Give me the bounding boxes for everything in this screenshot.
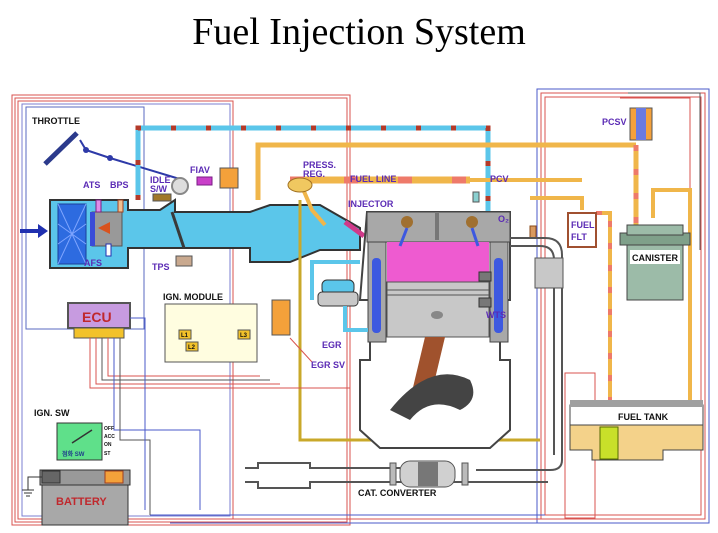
fuel-flt-label-2: FLT — [571, 232, 587, 242]
idle-switch[interactable] — [171, 177, 189, 195]
idle-sw-label-1: IDLE — [150, 175, 171, 185]
ecu-wires — [89, 317, 350, 515]
ats-label: ATS — [83, 180, 100, 190]
ign-sw-pos-st: ST — [104, 451, 110, 457]
l2-label: L2 — [188, 345, 196, 351]
fuel-tank-label: FUEL TANK — [618, 412, 669, 422]
cat-converter[interactable] — [245, 460, 548, 489]
fiav-label: FIAV — [190, 165, 210, 175]
pcv-label: PCV — [490, 174, 509, 184]
canister-label: CANISTER — [632, 253, 679, 263]
cat-converter-label: CAT. CONVERTER — [358, 488, 437, 498]
throttle-label: THROTTLE — [32, 116, 80, 126]
throttle-pedal[interactable] — [43, 131, 184, 181]
egr-sv-label: EGR SV — [311, 360, 345, 370]
engine-cylinder — [358, 211, 511, 449]
ign-sw-pos-on: ON — [104, 442, 112, 448]
press-reg-label-2: REG. — [303, 169, 325, 179]
page-title: Fuel Injection System — [192, 11, 526, 53]
fuel-line-label: FUEL LINE — [350, 174, 396, 184]
wts-label: WTS — [486, 310, 506, 320]
canister[interactable] — [619, 224, 691, 301]
egr-label: EGR — [322, 340, 342, 350]
piston — [386, 281, 490, 338]
air-inlet-arrow — [20, 224, 48, 238]
combustion-chamber — [387, 242, 489, 282]
battery-label: BATTERY — [56, 496, 107, 508]
idle-sw-label-2: S/W — [150, 184, 168, 194]
injector-label: INJECTOR — [348, 199, 394, 209]
egr-piping — [310, 260, 368, 332]
bps-label: BPS — [110, 180, 129, 190]
egr-valve[interactable] — [317, 279, 359, 307]
throttle-valve — [170, 211, 186, 249]
fiav-valve[interactable] — [196, 176, 213, 186]
tps-label: TPS — [152, 262, 170, 272]
fuel-tank[interactable] — [569, 400, 704, 461]
tps-sensor[interactable] — [175, 255, 193, 267]
injector[interactable] — [343, 219, 366, 239]
pcsv-label: PCSV — [602, 117, 627, 127]
engine-sensor — [478, 271, 492, 282]
press-reg-label-1: PRESS. — [303, 160, 336, 170]
crankshaft — [390, 374, 474, 420]
fuel-flt-label-1: FUEL — [571, 220, 595, 230]
fuel-filter[interactable] — [567, 212, 597, 248]
ecu[interactable] — [67, 302, 131, 339]
ats-sensor[interactable] — [95, 199, 102, 213]
l1-label: L1 — [181, 333, 189, 339]
ign-sw-inner-label: 점화 SW — [62, 450, 85, 458]
afs-label: AFS — [84, 258, 102, 268]
l3-label: L3 — [240, 333, 248, 339]
battery[interactable] — [39, 469, 131, 526]
pcv-valve[interactable] — [472, 191, 480, 203]
ground-icon — [22, 476, 42, 497]
ign-sw-pos-off: OFF — [104, 426, 114, 432]
ign-sw-pos-acc: ACC — [104, 434, 115, 440]
ignition-switch[interactable] — [56, 422, 103, 461]
o2-sensor[interactable] — [529, 225, 537, 239]
ign-sw-label: IGN. SW — [34, 408, 70, 418]
exhaust-pipe — [476, 237, 563, 471]
fuel-lines — [255, 142, 692, 442]
egr-solenoid-valve[interactable] — [271, 299, 291, 336]
idle-switch-connector — [152, 193, 172, 202]
fiav-solenoid — [219, 167, 239, 189]
pressure-regulator[interactable] — [287, 177, 313, 193]
ecu-label: ECU — [82, 309, 112, 325]
afs-sensor[interactable] — [105, 243, 112, 257]
muffler-resonator — [534, 257, 564, 289]
ign-module-label: IGN. MODULE — [163, 292, 223, 302]
bps-sensor[interactable] — [117, 199, 124, 213]
intake-duct — [49, 198, 361, 269]
o2-label: O₂ — [498, 214, 509, 224]
water-temp-sensor[interactable] — [478, 297, 492, 308]
